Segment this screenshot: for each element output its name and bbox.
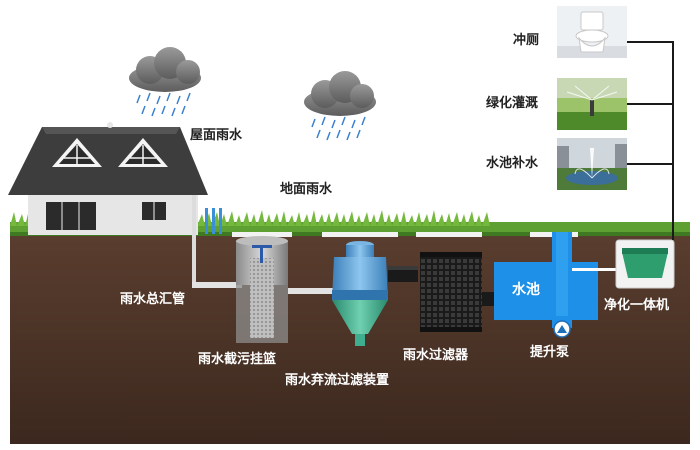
label-pool-refill: 水池补水 <box>486 156 539 171</box>
trash-basket-chamber <box>236 236 288 343</box>
sprinkler-icon <box>557 78 627 130</box>
rainwater-filter-unit <box>420 252 500 332</box>
label-pump: 提升泵 <box>530 345 570 360</box>
label-pool: 水池 <box>512 282 540 298</box>
diverter-device <box>332 241 418 346</box>
label-toilet: 冲厕 <box>513 33 540 48</box>
label-irrigation: 绿化灌溉 <box>486 96 539 111</box>
label-ground-rain: 地面雨水 <box>280 182 333 197</box>
purifier-unit <box>615 239 675 289</box>
rain-cloud-icon <box>304 71 376 141</box>
house-icon <box>8 122 208 285</box>
label-roof-rain: 屋面雨水 <box>190 128 243 143</box>
label-trash-basket: 雨水截污挂篮 <box>198 352 277 367</box>
label-filter: 雨水过滤器 <box>403 348 469 363</box>
label-diverter: 雨水弃流过滤装置 <box>285 373 390 388</box>
supply-lines <box>627 41 674 240</box>
main-pipe <box>192 282 242 288</box>
label-main-pipe: 雨水总汇管 <box>120 292 186 307</box>
label-purifier: 净化一体机 <box>604 298 670 313</box>
water-pool <box>494 232 598 338</box>
ground-drain-pipes <box>205 208 222 234</box>
toilet-icon <box>557 6 627 58</box>
rain-cloud-icon <box>129 47 201 117</box>
fountain-icon <box>557 138 627 190</box>
pipe-segment <box>572 268 618 271</box>
pipe-segment <box>288 288 334 294</box>
